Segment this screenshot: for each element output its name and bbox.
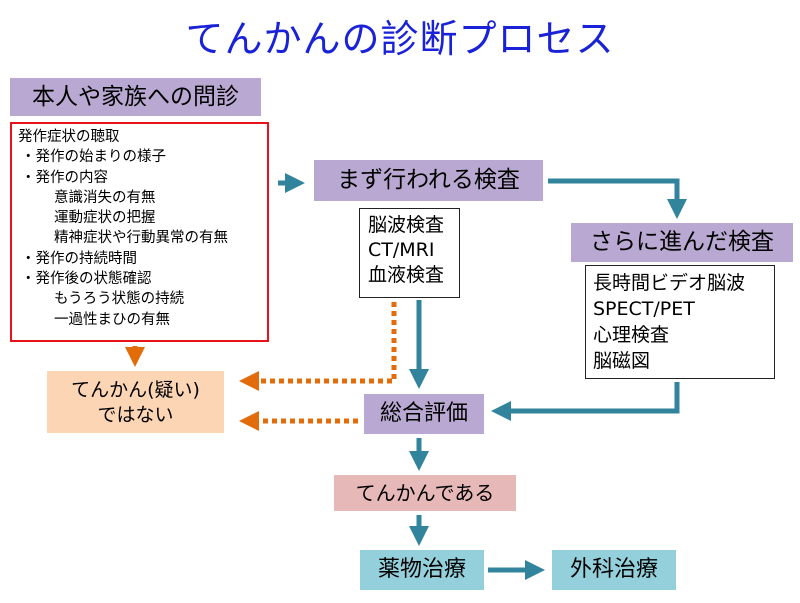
advanced-tests-box: さらに進んだ検査 (571, 223, 793, 262)
list-item: 脳磁図 (593, 350, 651, 372)
is-epilepsy-box: てんかんである (334, 475, 516, 511)
list-item: 心理検査 (593, 324, 670, 346)
interview-box: 本人や家族への問診 (10, 78, 261, 116)
first-tests-list: 脳波検査 CT/MRI 血液検査 (359, 208, 460, 298)
list-item: もうろう状態の持続 (54, 291, 185, 308)
list-item: SPECT/PET (593, 298, 695, 320)
overall-evaluation-box: 総合評価 (364, 394, 484, 434)
list-item: 長時間ビデオ脳波 (593, 272, 746, 294)
list-item: 血液検査 (368, 264, 445, 286)
list-item: ・発作の始まりの様子 (21, 149, 166, 166)
not-epilepsy-line2: ではない (97, 404, 174, 426)
arrow-first-tests-to-not-epilepsy (239, 302, 397, 391)
first-tests-box: まず行われる検査 (314, 160, 543, 201)
medication-box: 薬物治療 (360, 550, 484, 590)
list-item: CT/MRI (368, 239, 435, 261)
arrow-advanced-to-evaluation (491, 382, 680, 421)
list-item: 一過性まひの有無 (54, 311, 170, 328)
list-item: 運動症状の把握 (54, 210, 156, 227)
list-item: ・発作後の状態確認 (21, 271, 152, 288)
not-epilepsy-line1: てんかん(疑い) (71, 379, 200, 401)
not-epilepsy-box: てんかん(疑い) ではない (47, 371, 224, 433)
list-item: 脳波検査 (368, 214, 445, 236)
list-item: 意識消失の有無 (54, 189, 156, 206)
surgery-box: 外科治療 (552, 550, 676, 590)
arrow-to-advanced-tests (548, 178, 687, 219)
symptom-heading: 発作症状の聴取 (18, 129, 120, 145)
advanced-tests-list: 長時間ビデオ脳波 SPECT/PET 心理検査 脳磁図 (585, 265, 775, 379)
symptom-interview-list: 発作症状の聴取 ・発作の始まりの様子 ・発作の内容 意識消失の有無 運動症状の把… (10, 122, 269, 342)
page-title: てんかんの診断プロセス (185, 17, 615, 61)
list-item: ・発作の持続時間 (21, 250, 137, 267)
list-item: 精神症状や行動異常の有無 (54, 230, 228, 247)
list-item: ・発作の内容 (21, 169, 108, 186)
